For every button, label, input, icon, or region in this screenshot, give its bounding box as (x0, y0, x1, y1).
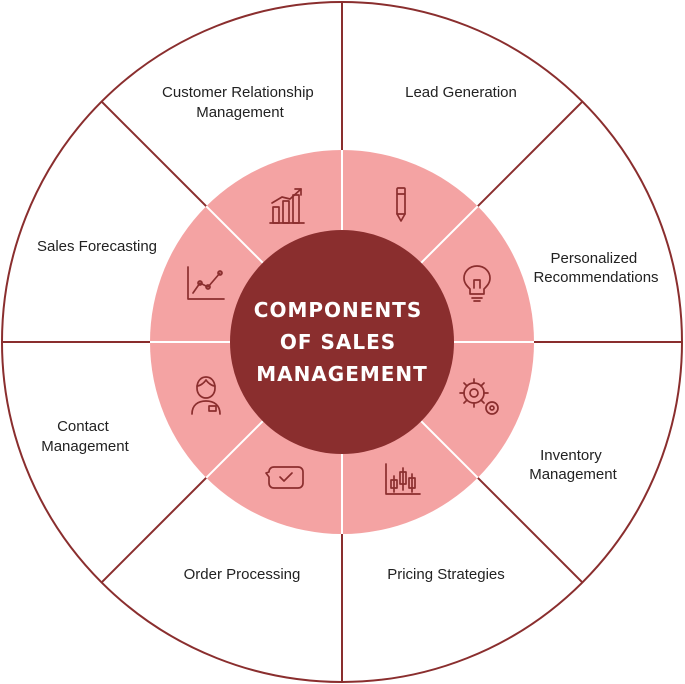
segment-label-customer-relationship-management: Customer Relationship Management (162, 84, 318, 121)
segment-label-line: Sales Forecasting (37, 238, 157, 255)
segment-label-line: Management (196, 104, 284, 121)
center-circle (230, 230, 454, 454)
segment-label-line: Pricing Strategies (387, 566, 505, 583)
person-badge-icon (191, 376, 221, 415)
lightbulb-icon (463, 265, 491, 302)
segment-label-inventory-management: Inventory Management (529, 447, 617, 483)
segment-label-line: Contact (57, 418, 110, 435)
center-title-line-2: OF SALES (280, 330, 396, 354)
segment-label-lead-generation: Lead Generation (405, 84, 517, 101)
segment-label-line: Management (529, 466, 617, 483)
segment-label-line: Lead Generation (405, 84, 517, 101)
segment-label-line: Personalized (551, 250, 638, 267)
segment-label-line: Customer Relationship (162, 84, 314, 101)
segment-label-order-processing: Order Processing (184, 566, 301, 583)
segment-label-sales-forecasting: Sales Forecasting (37, 238, 157, 255)
line-chart-icon (187, 266, 225, 300)
segment-label-line: Order Processing (184, 566, 301, 583)
pencil-icon (396, 187, 406, 222)
bar-chart-growth-icon (269, 188, 305, 224)
candlestick-chart-icon (385, 463, 421, 495)
segment-label-line: Recommendations (533, 269, 658, 286)
segment-label-pricing-strategies: Pricing Strategies (387, 566, 505, 583)
segment-label-contact-management: Contact Management (41, 418, 129, 455)
center-title: COMPONENTS OF SALES MANAGEMENT (254, 298, 430, 386)
center-title-line-3: MANAGEMENT (256, 362, 428, 386)
center-title-line-1: COMPONENTS (254, 298, 422, 322)
chat-checkmark-icon (265, 466, 304, 489)
segment-label-line: Management (41, 438, 129, 455)
segment-label-line: Inventory (540, 447, 602, 464)
gears-icon (459, 378, 499, 415)
segment-label-personalized-recommendations: Personalized Recommendations (533, 250, 658, 286)
